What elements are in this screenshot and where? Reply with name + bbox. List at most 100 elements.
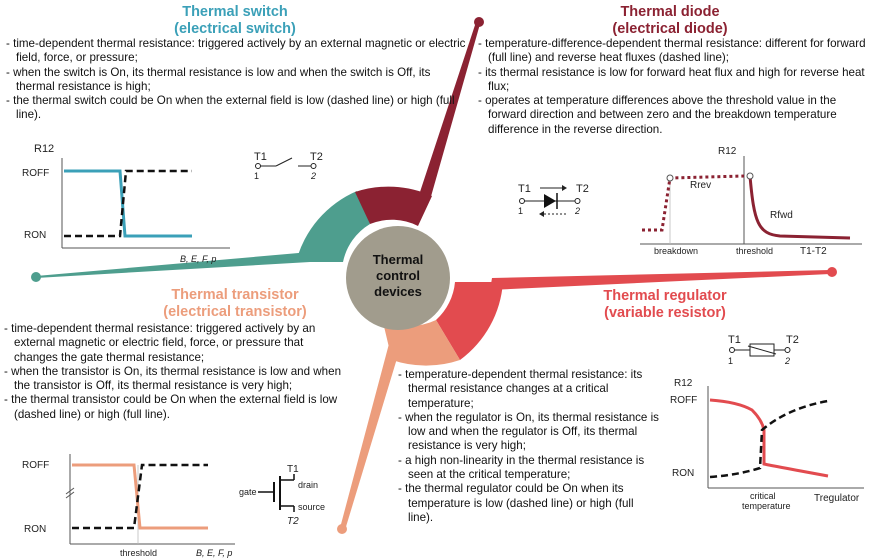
switch-symbol-n1: 1 bbox=[254, 171, 259, 181]
rrev-label: Rrev bbox=[690, 180, 711, 191]
diode-plot-xlabel: T1-T2 bbox=[800, 246, 827, 257]
diode-forward-line bbox=[748, 175, 851, 240]
diode-symbol-n2: 2 bbox=[574, 206, 580, 216]
drain-label: drain bbox=[298, 480, 318, 490]
center-line-2: control bbox=[375, 268, 421, 283]
regulator-plot-ron-label: RON bbox=[672, 468, 694, 479]
regulator-full-line bbox=[709, 398, 829, 478]
diode-title-line1: Thermal diode bbox=[620, 4, 720, 20]
breakdown-point bbox=[666, 174, 674, 182]
switch-bullet: time-dependent thermal resistance: trigg… bbox=[6, 37, 468, 66]
regulator-plot: R12 ROFF RON critical temperature Tregul… bbox=[670, 378, 864, 511]
diode-triangle bbox=[544, 194, 556, 208]
transistor-symbol-t1: T1 bbox=[287, 464, 299, 475]
diode-symbol-t1: T1 bbox=[518, 183, 531, 195]
breakdown-label: breakdown bbox=[654, 246, 698, 256]
transistor-dashed-line bbox=[72, 463, 208, 530]
gate-label: gate bbox=[239, 487, 257, 497]
switch-full-line bbox=[64, 169, 192, 238]
diode-symbol: T1 T2 1 2 bbox=[518, 183, 589, 217]
diode-endpoint bbox=[474, 17, 484, 27]
regulator-symbol: T1 T2 1 2 bbox=[728, 334, 799, 366]
transistor-symbol: gate T1 drain source T2 bbox=[239, 464, 325, 527]
transistor-title-line1: Thermal transistor bbox=[171, 287, 299, 303]
regulator-title-line1: Thermal regulator bbox=[603, 288, 727, 304]
diode-arc bbox=[355, 186, 432, 226]
switch-bullet: when the switch is On, its thermal resis… bbox=[6, 66, 468, 95]
transistor-endpoint bbox=[337, 524, 347, 534]
transistor-bullet: time-dependent thermal resistance: trigg… bbox=[4, 322, 349, 365]
reverse-arrowhead bbox=[539, 211, 544, 217]
switch-bullet: the thermal switch could be On when the … bbox=[6, 94, 468, 123]
transistor-spoke bbox=[340, 340, 402, 530]
regulator-symbol-n2: 2 bbox=[784, 356, 790, 366]
critical-label-1: critical bbox=[750, 491, 776, 501]
rfwd-label: Rfwd bbox=[770, 210, 793, 221]
diode-terminal-1 bbox=[519, 198, 525, 204]
center-circle bbox=[346, 226, 450, 330]
diode-bullet: temperature-difference-dependent thermal… bbox=[478, 37, 866, 66]
transistor-arc bbox=[382, 318, 460, 366]
regulator-symbol-t2: T2 bbox=[786, 334, 799, 346]
regulator-bullet: the thermal regulator could be On when i… bbox=[398, 482, 660, 525]
switch-plot-ylabel: R12 bbox=[34, 143, 54, 155]
diode-title: Thermal diode (electrical diode) bbox=[560, 4, 780, 38]
switch-symbol-n2: 2 bbox=[310, 171, 316, 181]
diode-description: temperature-difference-dependent thermal… bbox=[478, 37, 866, 137]
diode-plot: R12 Rrev Rfwd breakdown threshold T1-T2 bbox=[640, 146, 862, 257]
switch-arc bbox=[296, 191, 370, 262]
regulator-plot-ylabel: R12 bbox=[674, 378, 693, 389]
axis-break bbox=[65, 491, 75, 499]
switch-plot-xlabel: B, E, F, p bbox=[180, 254, 216, 264]
transistor-description: time-dependent thermal resistance: trigg… bbox=[4, 322, 349, 422]
regulator-description: temperature-dependent thermal resistance… bbox=[398, 368, 660, 525]
diode-symbol-n1: 1 bbox=[518, 206, 523, 216]
diode-terminal-2 bbox=[574, 198, 581, 204]
regulator-terminal-2 bbox=[784, 347, 791, 353]
switch-title-line1: Thermal switch bbox=[182, 4, 288, 20]
transistor-plot-xlabel: B, E, F, p bbox=[196, 548, 232, 558]
regulator-bullet: temperature-dependent thermal resistance… bbox=[398, 368, 660, 411]
diode-bullet: operates at temperature differences abov… bbox=[478, 94, 866, 137]
diode-title-line2: (electrical diode) bbox=[612, 21, 728, 37]
switch-description: time-dependent thermal resistance: trigg… bbox=[6, 37, 468, 123]
transistor-plot-ron-label: RON bbox=[24, 524, 46, 535]
center-label: Thermal control devices bbox=[348, 252, 448, 300]
switch-symbol-t1: T1 bbox=[254, 151, 267, 163]
switch-endpoint bbox=[31, 272, 41, 282]
threshold-label: threshold bbox=[736, 246, 773, 256]
switch-plot-ron-label: RON bbox=[24, 230, 46, 241]
switch-spoke bbox=[36, 252, 310, 278]
regulator-symbol-n1: 1 bbox=[728, 356, 733, 366]
source-label: source bbox=[298, 502, 325, 512]
regulator-dashed-line bbox=[709, 399, 829, 479]
regulator-title: Thermal regulator (variable resistor) bbox=[555, 288, 775, 322]
transistor-bullet: the thermal transistor could be On when … bbox=[4, 393, 349, 422]
regulator-endpoint bbox=[827, 267, 837, 277]
regulator-bullet: when the regulator is On, its thermal re… bbox=[398, 411, 660, 454]
switch-symbol: T1 T2 1 2 bbox=[254, 151, 323, 181]
center-line-1: Thermal bbox=[372, 252, 424, 267]
threshold-point bbox=[746, 172, 754, 180]
switch-title: Thermal switch (electrical switch) bbox=[120, 4, 350, 38]
diode-symbol-t2: T2 bbox=[576, 183, 589, 195]
switch-lever bbox=[275, 157, 293, 167]
regulator-plot-roff-label: ROFF bbox=[670, 395, 697, 406]
transistor-symbol-t2: T2 bbox=[287, 516, 299, 527]
regulator-title-line2: (variable resistor) bbox=[604, 305, 726, 321]
regulator-symbol-t1: T1 bbox=[728, 334, 741, 346]
regulator-spoke bbox=[490, 270, 830, 290]
transistor-plot: ROFF RON threshold B, E, F, p bbox=[22, 454, 235, 558]
switch-terminal-1 bbox=[255, 163, 261, 169]
switch-title-line2: (electrical switch) bbox=[174, 21, 296, 37]
diode-plot-ylabel: R12 bbox=[718, 146, 737, 157]
regulator-bullet: a high non-linearity in the thermal resi… bbox=[398, 454, 660, 483]
transistor-title-line2: (electrical transistor) bbox=[163, 304, 307, 320]
transistor-bullet: when the transistor is On, its thermal r… bbox=[4, 365, 349, 394]
critical-label-2: temperature bbox=[742, 501, 791, 511]
transistor-plot-roff-label: ROFF bbox=[22, 460, 49, 471]
switch-symbol-t2: T2 bbox=[310, 151, 323, 163]
switch-dashed-line bbox=[64, 169, 192, 238]
switch-plot-roff-label: ROFF bbox=[22, 168, 49, 179]
switch-plot: R12 ROFF RON B, E, F, p bbox=[22, 143, 230, 264]
